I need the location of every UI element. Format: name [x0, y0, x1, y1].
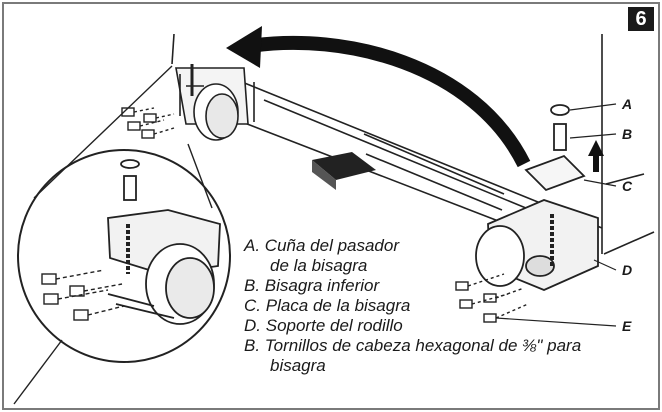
- legend-continuation: bisagra: [270, 356, 326, 375]
- callout-label-a: A: [622, 96, 633, 112]
- legend-letter: B.: [244, 336, 261, 355]
- legend-item-a: A. Cuña del pasador de la bisagra: [244, 236, 581, 276]
- legend-item-e: B. Tornillos de cabeza hexagonal de ⅜" p…: [244, 336, 581, 376]
- legend-continuation: de la bisagra: [270, 256, 368, 275]
- step-number-badge: 6: [628, 7, 654, 31]
- top-bolts: [121, 107, 175, 139]
- legend-item-d: D. Soporte del rodillo: [244, 316, 581, 336]
- callout-label-d: D: [622, 262, 633, 278]
- callout-label-e: E: [622, 318, 632, 334]
- parts-legend: A. Cuña del pasador de la bisagra B. Bis…: [244, 236, 581, 376]
- legend-letter: C.: [244, 296, 261, 315]
- top-roller-assembly: [175, 64, 249, 141]
- move-arrow-head: [226, 26, 262, 68]
- legend-text: Bisagra inferior: [264, 276, 380, 295]
- zoomed-bolts: [41, 269, 125, 321]
- up-arrow-head: [588, 140, 604, 156]
- legend-letter: A.: [244, 236, 261, 255]
- callout-label-c: C: [622, 178, 633, 194]
- legend-text: Placa de la bisagra: [265, 296, 411, 315]
- legend-text: Soporte del rodillo: [265, 316, 403, 335]
- right-bolts: [455, 273, 529, 323]
- illustration: [13, 26, 655, 405]
- legend-letter: B.: [244, 276, 261, 295]
- legend-letter: D.: [244, 316, 261, 335]
- zoomed-roller: [107, 159, 221, 325]
- legend-item-b: B. Bisagra inferior: [244, 276, 581, 296]
- legend-text: Cuña del pasador: [264, 236, 400, 255]
- wedge-block: [312, 152, 376, 190]
- move-arrow: [248, 35, 531, 168]
- legend-item-c: C. Placa de la bisagra: [244, 296, 581, 316]
- callout-label-b: B: [622, 126, 633, 142]
- callout-leaders: [495, 103, 617, 327]
- legend-text: Tornillos de cabeza hexagonal de ⅜" para: [264, 336, 582, 355]
- right-roller-assembly: [475, 104, 599, 291]
